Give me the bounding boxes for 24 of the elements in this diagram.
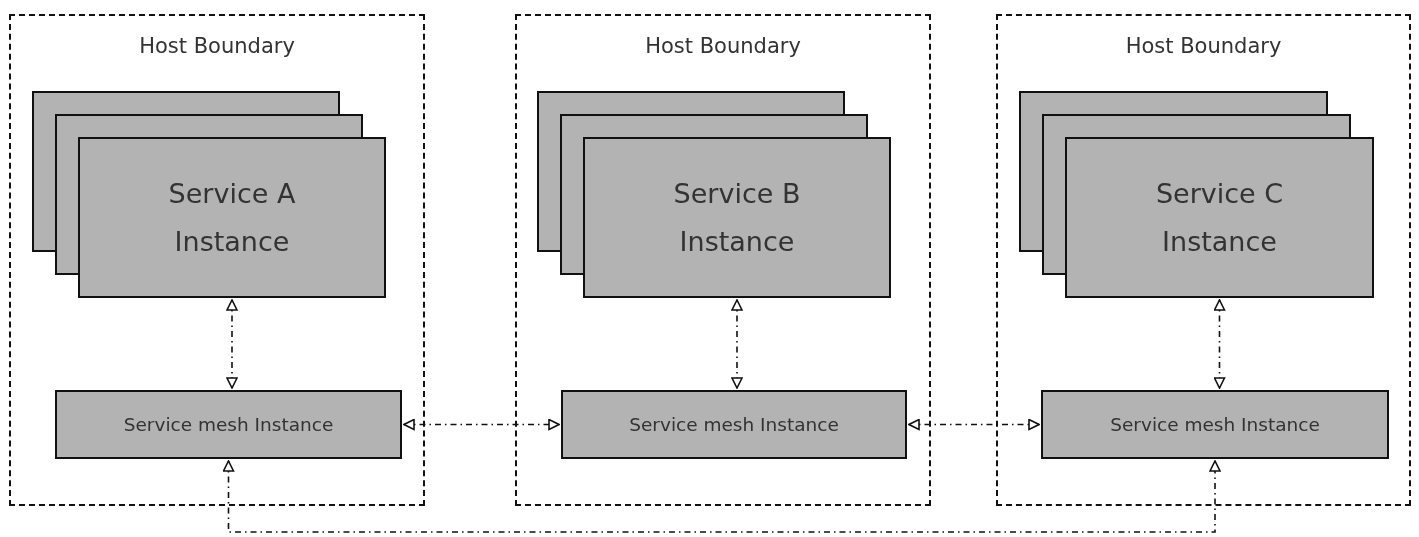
arrow	[908, 418, 1040, 431]
service-box	[1065, 137, 1374, 298]
host-boundary	[996, 14, 1411, 506]
service-box	[583, 137, 891, 298]
service-label: Service B Instance	[672, 177, 802, 259]
mesh-box	[561, 390, 907, 459]
boundary-title: Host Boundary	[1124, 34, 1283, 58]
arrow	[1213, 299, 1226, 389]
mesh-box	[1041, 390, 1389, 459]
service-box	[78, 137, 386, 298]
arrow	[731, 299, 743, 389]
host-boundary	[9, 14, 425, 506]
boundary-title: Host Boundary	[644, 34, 802, 58]
mesh-label: Service mesh Instance	[629, 414, 839, 435]
arrow	[222, 460, 1221, 533]
mesh-label: Service mesh Instance	[123, 414, 334, 435]
mesh-label: Service mesh Instance	[1110, 414, 1320, 435]
mesh-box	[55, 390, 402, 459]
host-boundary	[515, 14, 931, 506]
service-label: Service C Instance	[1154, 177, 1285, 259]
arrow	[403, 418, 560, 431]
arrow	[226, 299, 238, 389]
service-label: Service A Instance	[167, 177, 297, 259]
boundary-title: Host Boundary	[138, 34, 296, 58]
